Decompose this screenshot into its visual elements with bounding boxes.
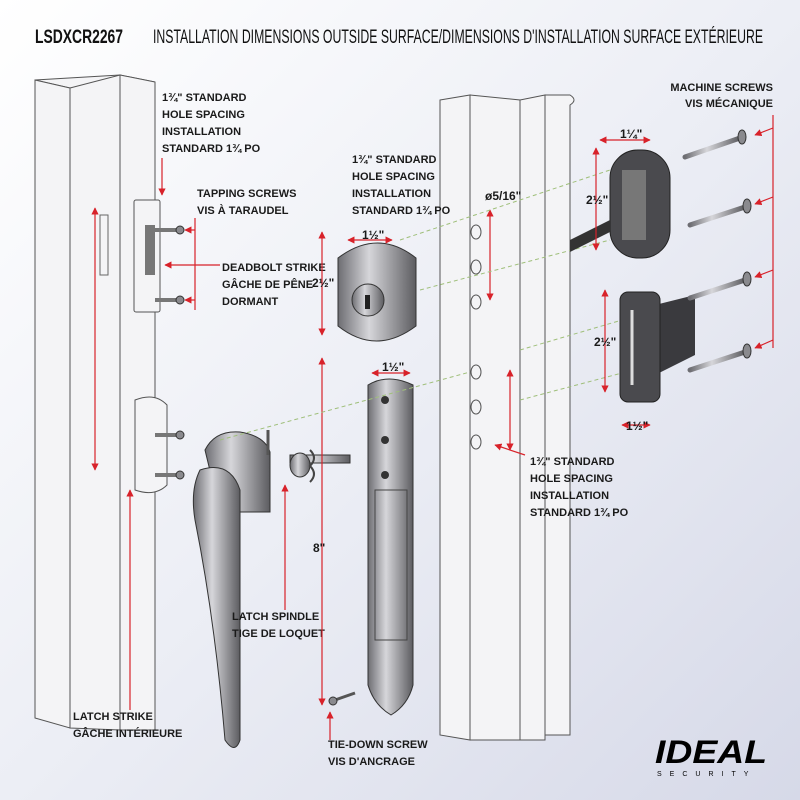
logo-brand: IDEAL bbox=[655, 734, 767, 770]
machine-screws bbox=[682, 129, 752, 373]
deadbolt-strike-label-1: DEADBOLT STRIKE bbox=[222, 262, 326, 274]
latch-strike-label-1: LATCH STRIKE bbox=[73, 711, 153, 723]
hole-spacing-label-mid-3: INSTALLATION bbox=[352, 188, 431, 200]
hole-spacing-label-mid-2: HOLE SPACING bbox=[352, 171, 435, 183]
latch-strike-label-2: GÂCHE INTÉRIEURE bbox=[73, 727, 182, 740]
machine-screws-label-2: VIS MÉCANIQUE bbox=[685, 97, 773, 110]
deadbolt-strike-label-2: GÂCHE DE PÊNE bbox=[222, 278, 313, 291]
latch-strike bbox=[134, 396, 185, 494]
lever-handle bbox=[192, 430, 271, 748]
hole-spacing-label-mid-4: STANDARD 1¾ PO bbox=[352, 205, 451, 217]
interior-deadbolt-width-dim: 1¼" bbox=[620, 127, 642, 141]
hole-spacing-label-right-2: HOLE SPACING bbox=[530, 473, 613, 485]
handle-plate-height-dim: 8" bbox=[313, 541, 325, 555]
hole-spacing-label-left-2: HOLE SPACING bbox=[162, 109, 245, 121]
latch-spindle-label-1: LATCH SPINDLE bbox=[232, 611, 319, 623]
tapping-screws bbox=[155, 225, 185, 305]
deadbolt-cylinder bbox=[337, 242, 417, 342]
deadbolt-height-dim: 2½" bbox=[312, 276, 334, 290]
handle-plate bbox=[367, 378, 414, 716]
deadbolt-width-dim: 1½" bbox=[362, 228, 384, 242]
hole-spacing-label-right-3: INSTALLATION bbox=[530, 490, 609, 502]
deadbolt-strike bbox=[133, 199, 161, 313]
hole-spacing-label-right-1: 1¾" STANDARD bbox=[530, 456, 615, 468]
interior-latch-housing bbox=[619, 291, 695, 403]
interior-latch-width-dim: 1½" bbox=[626, 419, 648, 433]
interior-latch-height-dim: 2½" bbox=[594, 335, 616, 349]
handle-plate-width-dim: 1½" bbox=[382, 360, 404, 374]
interior-deadbolt-height-dim: 2½" bbox=[586, 193, 608, 207]
tie-down-screw-label-1: TIE-DOWN SCREW bbox=[328, 739, 428, 751]
tapping-screws-label-2: VIS À TARAUDEL bbox=[197, 204, 289, 217]
hole-spacing-label-mid-1: 1¾" STANDARD bbox=[352, 154, 437, 166]
tie-down-screw bbox=[328, 691, 356, 706]
hole-spacing-label-right-4: STANDARD 1¾ PO bbox=[530, 507, 629, 519]
hole-spacing-dimension-left bbox=[91, 158, 220, 471]
hole-diameter-label: ø5/16" bbox=[485, 189, 521, 203]
machine-screws-label-1: MACHINE SCREWS bbox=[670, 82, 773, 94]
ideal-security-logo: IDEAL SECURITY bbox=[655, 734, 767, 778]
tapping-screws-label-1: TAPPING SCREWS bbox=[197, 188, 296, 200]
tie-down-screw-label-2: VIS D'ANCRAGE bbox=[328, 756, 415, 768]
latch-spindle-label-2: TIGE DE LOQUET bbox=[232, 628, 325, 640]
hole-spacing-label-left-3: INSTALLATION bbox=[162, 126, 241, 138]
hole-spacing-label-left-1: 1¾" STANDARD bbox=[162, 92, 247, 104]
machine-screws-leader bbox=[754, 115, 774, 349]
deadbolt-strike-label-3: DORMANT bbox=[222, 296, 278, 308]
door-jamb-left bbox=[34, 74, 156, 731]
model-number: LSDXCR2267 bbox=[35, 27, 123, 48]
hole-spacing-label-left-4: STANDARD 1¾ PO bbox=[162, 143, 261, 155]
page-title: INSTALLATION DIMENSIONS OUTSIDE SURFACE/… bbox=[153, 27, 763, 48]
interior-deadbolt bbox=[570, 149, 671, 259]
logo-sub: SECURITY bbox=[657, 771, 756, 778]
